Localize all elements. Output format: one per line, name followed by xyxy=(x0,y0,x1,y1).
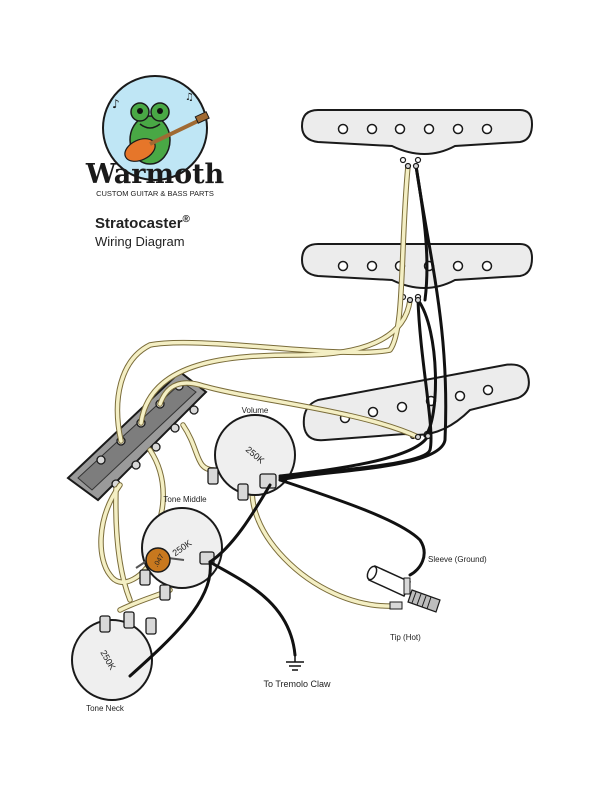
diagram-subtitle: Wiring Diagram xyxy=(95,234,185,249)
tone-neck-pot: 250K xyxy=(71,611,157,701)
volume-pot: 250K xyxy=(207,414,296,501)
diagram-title: Stratocaster® xyxy=(95,214,191,232)
ground-label: To Tremolo Claw xyxy=(263,679,331,689)
pickup-bridge xyxy=(302,363,530,442)
pole-pieces xyxy=(339,384,494,424)
pole-pieces xyxy=(337,123,493,135)
tone-middle-pot-label: Tone Middle xyxy=(163,495,207,504)
ground-wires xyxy=(128,164,448,678)
jack-tip-label: Tip (Hot) xyxy=(390,633,421,642)
warmoth-logo: ♪ ♫ Warmoth CUSTOM GUITAR & BASS PARTS xyxy=(85,75,225,198)
volume-pot-label: Volume xyxy=(242,406,269,415)
logo-tagline: CUSTOM GUITAR & BASS PARTS xyxy=(96,189,214,198)
pickup-middle xyxy=(300,243,534,301)
pickup-neck xyxy=(300,109,534,164)
jack-sleeve-label: Sleeve (Ground) xyxy=(428,555,487,564)
svg-text:♪: ♪ xyxy=(112,97,120,111)
tone-neck-pot-label: Tone Neck xyxy=(86,704,125,713)
five-way-switch xyxy=(66,370,208,502)
svg-text:♫: ♫ xyxy=(185,92,194,103)
logo-brand: Warmoth xyxy=(85,159,225,190)
tone-capacitor: .047 xyxy=(135,547,185,573)
frog-mascot-icon: ♪ ♫ xyxy=(112,92,210,165)
output-jack xyxy=(366,564,441,613)
solder-joints xyxy=(404,162,432,441)
ground-symbol-icon xyxy=(286,655,304,671)
